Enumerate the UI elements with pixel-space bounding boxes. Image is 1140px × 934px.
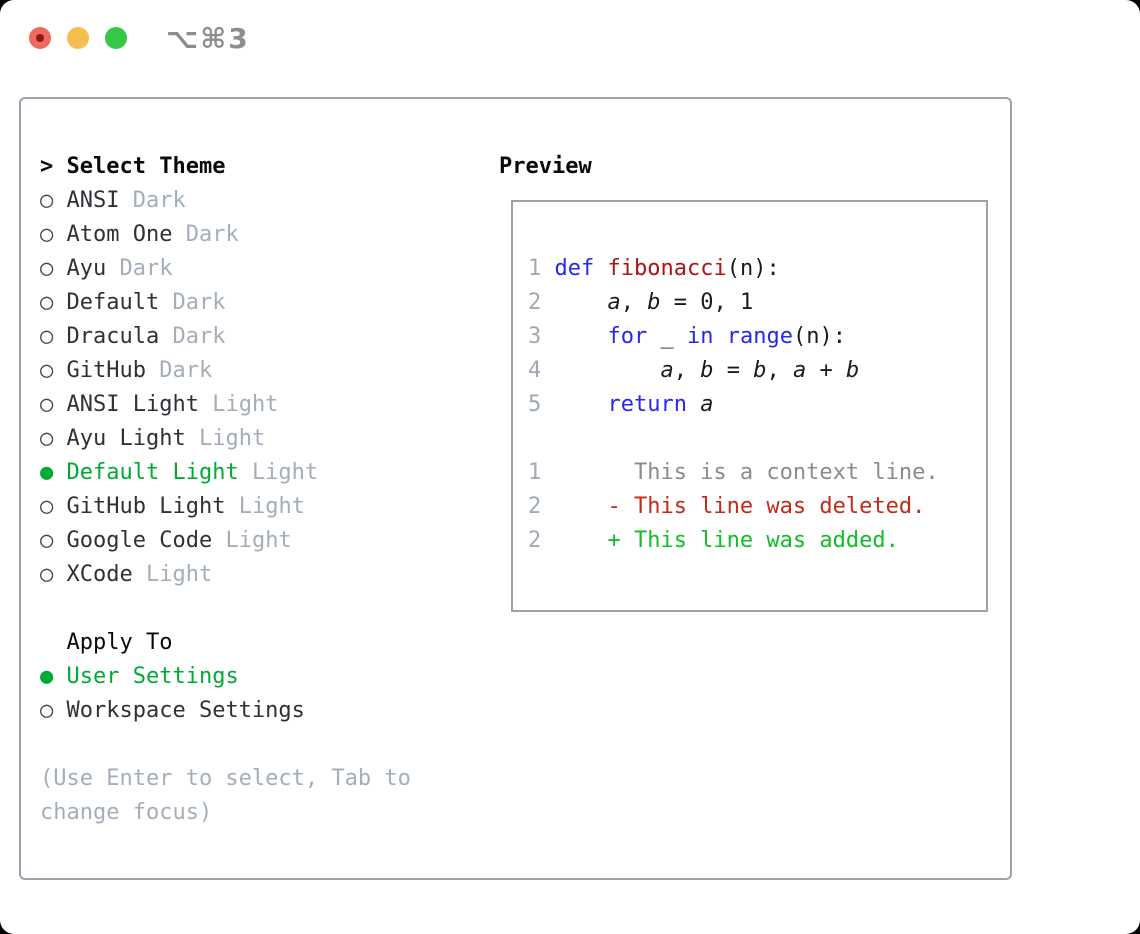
preview-header: Preview <box>499 154 592 179</box>
apply-option-user-settings[interactable]: ● User Settings <box>40 660 411 694</box>
radio-icon: ○ <box>40 290 54 315</box>
theme-option-default[interactable]: ○ Default Dark <box>40 286 411 320</box>
radio-selected-icon: ● <box>40 664 54 689</box>
theme-variant: Light <box>225 528 292 553</box>
hint-text: (Use Enter to select, Tab to change focu… <box>40 762 411 830</box>
apply-option-label: User Settings <box>66 664 239 689</box>
code-line: 3 for _ in range(n): <box>528 320 986 354</box>
theme-option-default-light[interactable]: ● Default Light Light <box>40 456 411 490</box>
line-number: 1 <box>528 256 542 281</box>
theme-variant: Dark <box>119 256 173 281</box>
code-line: 4 a, b = b, a + b <box>528 354 986 388</box>
theme-name: Default <box>66 290 160 315</box>
theme-variant: Light <box>238 494 305 519</box>
theme-option-atom-one[interactable]: ○ Atom One Dark <box>40 218 411 252</box>
radio-icon: ○ <box>40 222 54 247</box>
theme-name: Default Light <box>66 460 239 485</box>
theme-name: Atom One <box>66 222 173 247</box>
theme-variant: Light <box>145 562 213 587</box>
line-number: 2 <box>528 290 542 315</box>
radio-icon: ○ <box>40 528 54 553</box>
theme-variant: Light <box>251 460 319 485</box>
theme-variant: Light <box>198 426 266 451</box>
theme-option-github-light[interactable]: ○ GitHub Light Light <box>40 490 411 524</box>
theme-variant: Dark <box>132 188 186 213</box>
code-line: 1 This is a context line. <box>528 456 986 490</box>
titlebar: ⌥⌘3 <box>0 0 1140 76</box>
theme-variant: Dark <box>185 222 239 247</box>
theme-name: GitHub <box>66 358 146 383</box>
theme-name: XCode <box>66 562 133 587</box>
apply-to-header: Apply To <box>66 630 173 655</box>
code-line: 2 - This line was deleted. <box>528 490 986 524</box>
hint-line-1: (Use Enter to select, Tab to <box>40 766 411 791</box>
theme-option-ayu-light[interactable]: ○ Ayu Light Light <box>40 422 411 456</box>
code-line: 5 return a <box>528 388 986 422</box>
line-number: 1 <box>528 460 542 485</box>
radio-selected-icon: ● <box>40 460 54 485</box>
theme-name: Ayu <box>66 256 107 281</box>
theme-name: ANSI <box>66 188 120 213</box>
theme-option-google-code[interactable]: ○ Google Code Light <box>40 524 411 558</box>
cursor-icon: > <box>40 154 54 179</box>
line-number: 2 <box>528 494 542 519</box>
hint-line-2: change focus) <box>40 800 213 825</box>
theme-name: Dracula <box>66 324 160 349</box>
apply-option-workspace-settings[interactable]: ○ Workspace Settings <box>40 694 411 728</box>
theme-option-xcode[interactable]: ○ XCode Light <box>40 558 411 592</box>
theme-variant: Dark <box>172 290 226 315</box>
close-button[interactable] <box>29 27 51 49</box>
theme-picker-panel: > Select Theme ○ ANSI Dark○ Atom One Dar… <box>19 97 1012 880</box>
radio-icon: ○ <box>40 494 54 519</box>
radio-icon: ○ <box>40 256 54 281</box>
radio-icon: ○ <box>40 392 54 417</box>
radio-icon: ○ <box>40 426 54 451</box>
spacer <box>40 728 411 762</box>
apply-to-list: ● User Settings○ Workspace Settings <box>40 660 411 728</box>
theme-variant: Dark <box>172 324 226 349</box>
radio-icon: ○ <box>40 358 54 383</box>
theme-variant: Dark <box>159 358 213 383</box>
theme-option-ayu[interactable]: ○ Ayu Dark <box>40 252 411 286</box>
code-blank-line <box>528 422 986 456</box>
select-theme-title: Select Theme <box>66 154 226 179</box>
theme-option-ansi-light[interactable]: ○ ANSI Light Light <box>40 388 411 422</box>
theme-list: ○ ANSI Dark○ Atom One Dark○ Ayu Dark○ De… <box>40 184 411 592</box>
line-number: 3 <box>528 324 542 349</box>
spacer <box>40 592 411 626</box>
window-title-shortcut: ⌥⌘3 <box>166 22 250 55</box>
left-column: > Select Theme ○ ANSI Dark○ Atom One Dar… <box>40 150 411 830</box>
radio-icon: ○ <box>40 698 54 723</box>
code-line: 2 + This line was added. <box>528 524 986 558</box>
radio-icon: ○ <box>40 562 54 587</box>
radio-icon: ○ <box>40 324 54 349</box>
line-number: 2 <box>528 528 542 553</box>
line-number: 4 <box>528 358 542 383</box>
theme-variant: Light <box>212 392 279 417</box>
theme-option-ansi[interactable]: ○ ANSI Dark <box>40 184 411 218</box>
theme-name: Google Code <box>66 528 213 553</box>
theme-name: Ayu Light <box>66 426 186 451</box>
line-number: 5 <box>528 392 542 417</box>
minimize-button[interactable] <box>67 27 89 49</box>
theme-option-github[interactable]: ○ GitHub Dark <box>40 354 411 388</box>
zoom-button[interactable] <box>105 27 127 49</box>
theme-name: ANSI Light <box>66 392 199 417</box>
select-theme-header: > Select Theme <box>40 150 411 184</box>
code-line: 2 a, b = 0, 1 <box>528 286 986 320</box>
theme-name: GitHub Light <box>66 494 226 519</box>
radio-icon: ○ <box>40 188 54 213</box>
apply-option-label: Workspace Settings <box>66 698 305 723</box>
theme-option-dracula[interactable]: ○ Dracula Dark <box>40 320 411 354</box>
